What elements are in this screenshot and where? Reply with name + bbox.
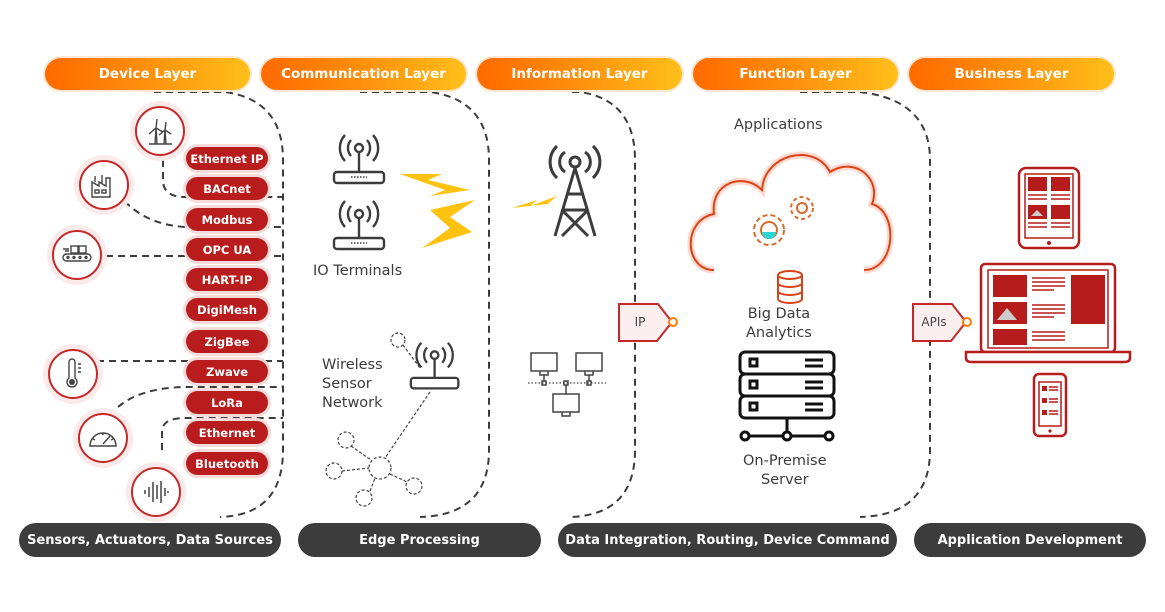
wsn-label-line2: Sensor bbox=[322, 376, 372, 392]
gauge-icon bbox=[89, 432, 117, 447]
router-icon bbox=[332, 134, 386, 185]
server-icon bbox=[738, 350, 836, 442]
wind-turbine-device bbox=[135, 106, 185, 156]
protocol-badge: Bluetooth bbox=[186, 452, 268, 475]
protocol-badge: Ethernet bbox=[186, 421, 268, 444]
cloud-icon bbox=[687, 151, 894, 274]
tag-shape bbox=[912, 303, 972, 342]
io-terminals-label: IO Terminals bbox=[313, 263, 403, 279]
laptop-icon bbox=[964, 262, 1132, 364]
apis-tag: APIs bbox=[912, 303, 972, 342]
protocol-badge: Modbus bbox=[186, 208, 268, 231]
apis-tag-label: APIs bbox=[921, 315, 947, 329]
factory-device bbox=[79, 160, 129, 210]
factory-icon bbox=[91, 175, 111, 198]
sound-wave-device bbox=[131, 467, 181, 517]
thermometer-device bbox=[48, 349, 98, 399]
cell-tower-icon bbox=[548, 144, 602, 238]
protocol-badge: LoRa bbox=[186, 391, 268, 414]
function-layer-header: Function Layer bbox=[693, 58, 898, 90]
protocol-badge: HART-IP bbox=[186, 268, 268, 291]
wsn-label: Wireless Sensor Network bbox=[322, 356, 383, 413]
bottom-label-business: Application Development bbox=[914, 523, 1146, 557]
gauge-device bbox=[78, 413, 128, 463]
lightning-bolt-icon bbox=[400, 174, 475, 248]
thermometer-icon bbox=[66, 358, 81, 388]
device-layer-header: Device Layer bbox=[45, 58, 250, 90]
conveyor-device bbox=[52, 230, 102, 280]
protocol-badge: OPC UA bbox=[186, 238, 268, 261]
conveyor-belt-icon bbox=[62, 245, 92, 262]
wireless-sensor-network-icon bbox=[325, 332, 460, 507]
protocol-badge: BACnet bbox=[186, 177, 268, 200]
router-icon bbox=[332, 200, 386, 251]
wsn-label-line3: Network bbox=[322, 395, 383, 411]
protocol-badge: Zwave bbox=[186, 360, 268, 383]
database-icon bbox=[777, 270, 803, 304]
smartphone-icon bbox=[1032, 372, 1068, 438]
bottom-label-communication: Edge Processing bbox=[298, 523, 541, 557]
big-data-label: Big Data Analytics bbox=[746, 305, 812, 343]
wind-turbine-icon bbox=[148, 118, 172, 145]
server-label-line1: On-Premise bbox=[743, 453, 827, 469]
big-data-line2: Analytics bbox=[746, 325, 812, 341]
big-data-line1: Big Data bbox=[747, 306, 811, 322]
server-label: On-Premise Server bbox=[743, 452, 827, 490]
lightning-bolt-icon bbox=[512, 196, 557, 210]
server-label-line2: Server bbox=[760, 472, 809, 488]
tablet-icon bbox=[1017, 166, 1081, 250]
ip-tag-label: IP bbox=[634, 315, 646, 329]
protocol-badge: DigiMesh bbox=[186, 298, 268, 321]
bottom-label-information-function: Data Integration, Routing, Device Comman… bbox=[558, 523, 897, 557]
ip-tag: IP bbox=[618, 303, 678, 342]
protocol-badge: ZigBee bbox=[186, 330, 268, 353]
tag-shape bbox=[618, 303, 678, 342]
information-layer-header: Information Layer bbox=[477, 58, 682, 90]
applications-label: Applications bbox=[734, 117, 823, 133]
computer-network-icon bbox=[528, 352, 606, 417]
protocol-badge: Ethernet IP bbox=[186, 147, 268, 170]
sound-wave-icon bbox=[144, 481, 169, 503]
business-layer-header: Business Layer bbox=[909, 58, 1114, 90]
bottom-label-device: Sensors, Actuators, Data Sources bbox=[19, 523, 281, 557]
wsn-label-line1: Wireless bbox=[322, 357, 383, 373]
communication-layer-header: Communication Layer bbox=[261, 58, 466, 90]
